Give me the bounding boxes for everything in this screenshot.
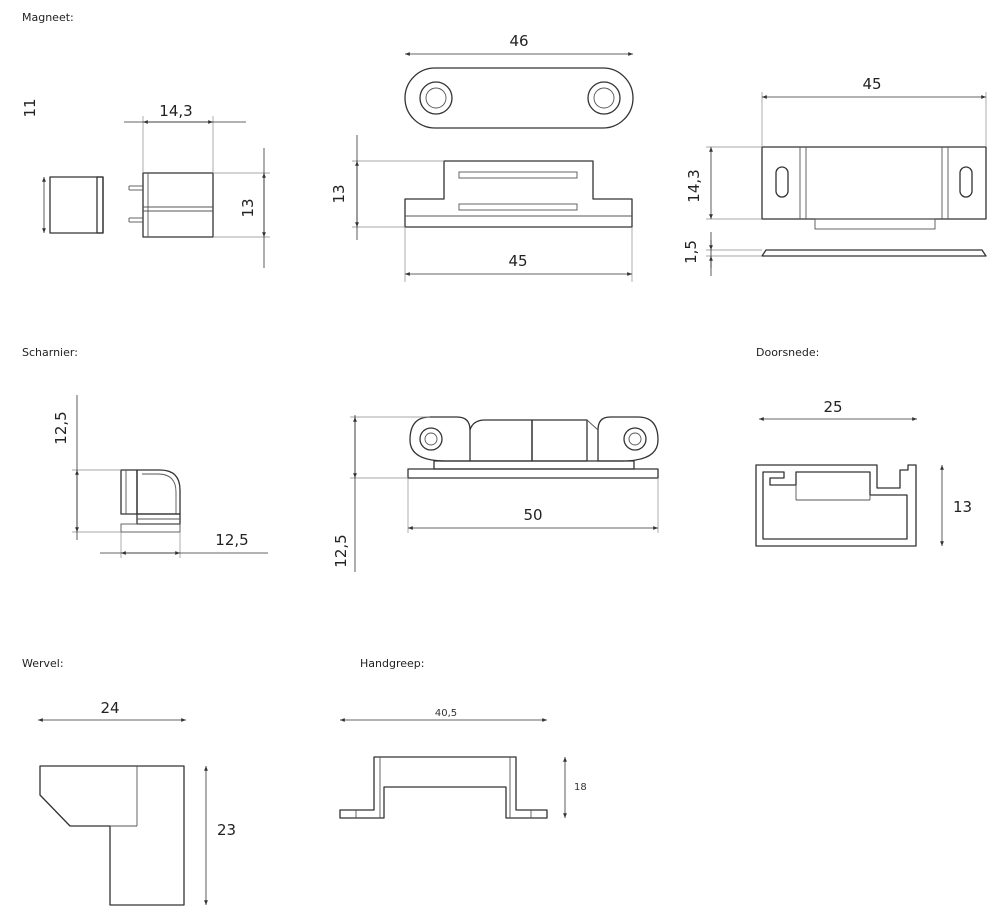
dim-label-14-3: 14,3 [159, 102, 192, 120]
hinge-side-view [120, 469, 181, 533]
dimension-hinge-front-width: 50 [407, 478, 659, 533]
dimension-hinge-front-height: 12,5 [332, 415, 430, 572]
dim-label-14-3-b: 14,3 [685, 169, 703, 202]
dim-label-12-5-b: 12,5 [215, 531, 248, 549]
section-label-doorsnede: Doorsnede: [756, 346, 819, 359]
dimension-magnet-height: 13 [213, 148, 270, 268]
magnet-side-view [49, 176, 104, 234]
dimension-section-height: 13 [940, 465, 972, 546]
dimension-top-width: 45 [761, 75, 987, 147]
cross-section-profile [755, 464, 917, 547]
dim-label-45-b: 45 [862, 75, 881, 93]
dim-label-18: 18 [574, 782, 587, 793]
dim-label-13-b: 13 [330, 184, 348, 203]
dimension-magnet-width: 14,3 [124, 102, 246, 173]
dim-label-1-5: 1,5 [682, 240, 700, 264]
dim-label-23: 23 [217, 821, 236, 839]
dim-label-50: 50 [523, 506, 542, 524]
dim-label-13-c: 13 [953, 498, 972, 516]
dimension-magnet-side-height: 11 [21, 98, 46, 233]
section-label-scharnier: Scharnier: [22, 346, 78, 359]
dim-label-25: 25 [823, 398, 842, 416]
dimension-plate-thickness: 1,5 [682, 232, 762, 276]
strike-plate-top-view [404, 67, 634, 129]
dim-label-46: 46 [509, 32, 528, 50]
dimension-hinge-side-height: 12,5 [52, 395, 121, 540]
dim-label-13-a: 13 [239, 198, 257, 217]
dim-label-24: 24 [100, 699, 119, 717]
dimension-handle-height: 18 [563, 757, 587, 818]
dimension-hinge-side-width: 12,5 [100, 531, 268, 558]
dimension-swivel-width: 24 [38, 699, 186, 722]
dim-label-11: 11 [21, 98, 39, 117]
magnet-front-view [128, 172, 214, 238]
swivel-profile [39, 765, 185, 906]
handle-profile [339, 756, 548, 819]
dim-label-40-5: 40,5 [435, 708, 457, 719]
dim-label-12-5-c: 12,5 [332, 534, 350, 567]
magnet-body-side-view [404, 160, 633, 228]
dimension-swivel-height: 23 [204, 766, 236, 905]
section-label-wervel: Wervel: [22, 657, 64, 670]
section-label-magneet: Magneet: [22, 11, 74, 24]
dim-label-12-5-a: 12,5 [52, 411, 70, 444]
dimension-top-height: 14,3 [685, 146, 762, 220]
hinge-front-view [407, 416, 659, 479]
dimension-plate-width: 46 [405, 32, 633, 56]
magnet-top-view [761, 146, 987, 257]
dim-label-45-a: 45 [508, 252, 527, 270]
dimension-handle-width: 40,5 [340, 708, 547, 722]
section-label-handgreep: Handgreep: [360, 657, 424, 670]
dimension-section-width: 25 [759, 398, 917, 421]
dimension-body-height: 13 [330, 135, 444, 240]
dimension-body-width: 45 [404, 227, 633, 282]
